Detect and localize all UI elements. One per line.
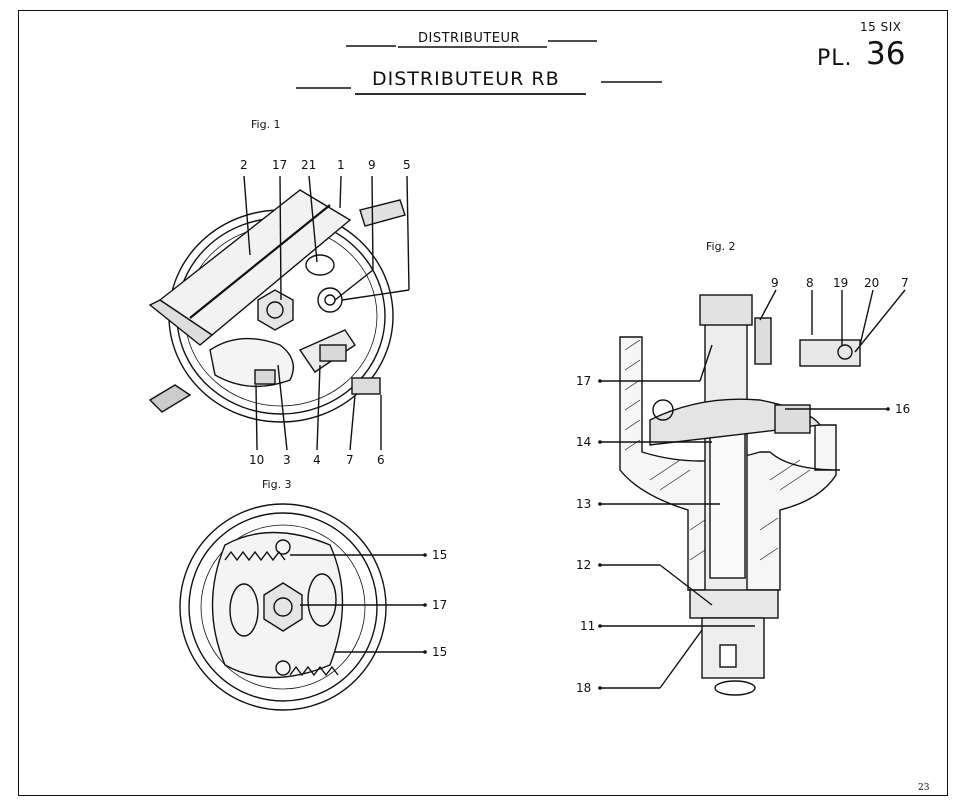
model-code: 15 SIX [860,20,902,34]
fig2-callout: 14 [576,435,592,449]
fig2-callout: 12 [576,558,592,572]
fig2-callout: 7 [901,276,909,290]
fig1-drawing [148,175,410,451]
fig2-drawing [600,289,906,696]
fig2-callout: 13 [576,497,592,511]
fig2-callout: 17 [576,374,592,388]
fig2-callout: 9 [771,276,779,290]
fig3-callout: 15 [432,645,448,659]
fig2-callout: 16 [895,402,911,416]
fig2-label: Fig. 2 [706,240,736,253]
fig1-callout: 4 [313,453,321,467]
fig1-callout: 1 [337,158,345,172]
fig1-callout: 21 [301,158,317,172]
page-number: 23 [918,783,930,793]
fig1-callout: 17 [272,158,288,172]
fig1-callout: 2 [240,158,248,172]
fig3-callout: 17 [432,598,448,612]
fig1-callout: 6 [377,453,385,467]
fig1-callout: 10 [249,453,265,467]
fig1-callout: 9 [368,158,376,172]
fig1-callout: 5 [403,158,411,172]
fig3-label: Fig. 3 [262,478,292,491]
fig1-callout: 3 [283,453,291,467]
plate-border [18,10,948,796]
plate-prefix: PL. [817,46,853,71]
fig2-callout: 18 [576,681,592,695]
fig2-callout: 20 [864,276,880,290]
fig2-callout: 8 [806,276,814,290]
plate-title: DISTRIBUTEUR RB [372,68,560,90]
plate-number: 36 [866,36,906,72]
fig1-callout: 7 [346,453,354,467]
section-title: DISTRIBUTEUR [418,31,521,46]
fig3-drawing [179,503,425,711]
fig3-callout: 15 [432,548,448,562]
fig1-label: Fig. 1 [251,118,281,131]
fig2-callout: 11 [580,619,596,633]
fig2-callout: 19 [833,276,849,290]
